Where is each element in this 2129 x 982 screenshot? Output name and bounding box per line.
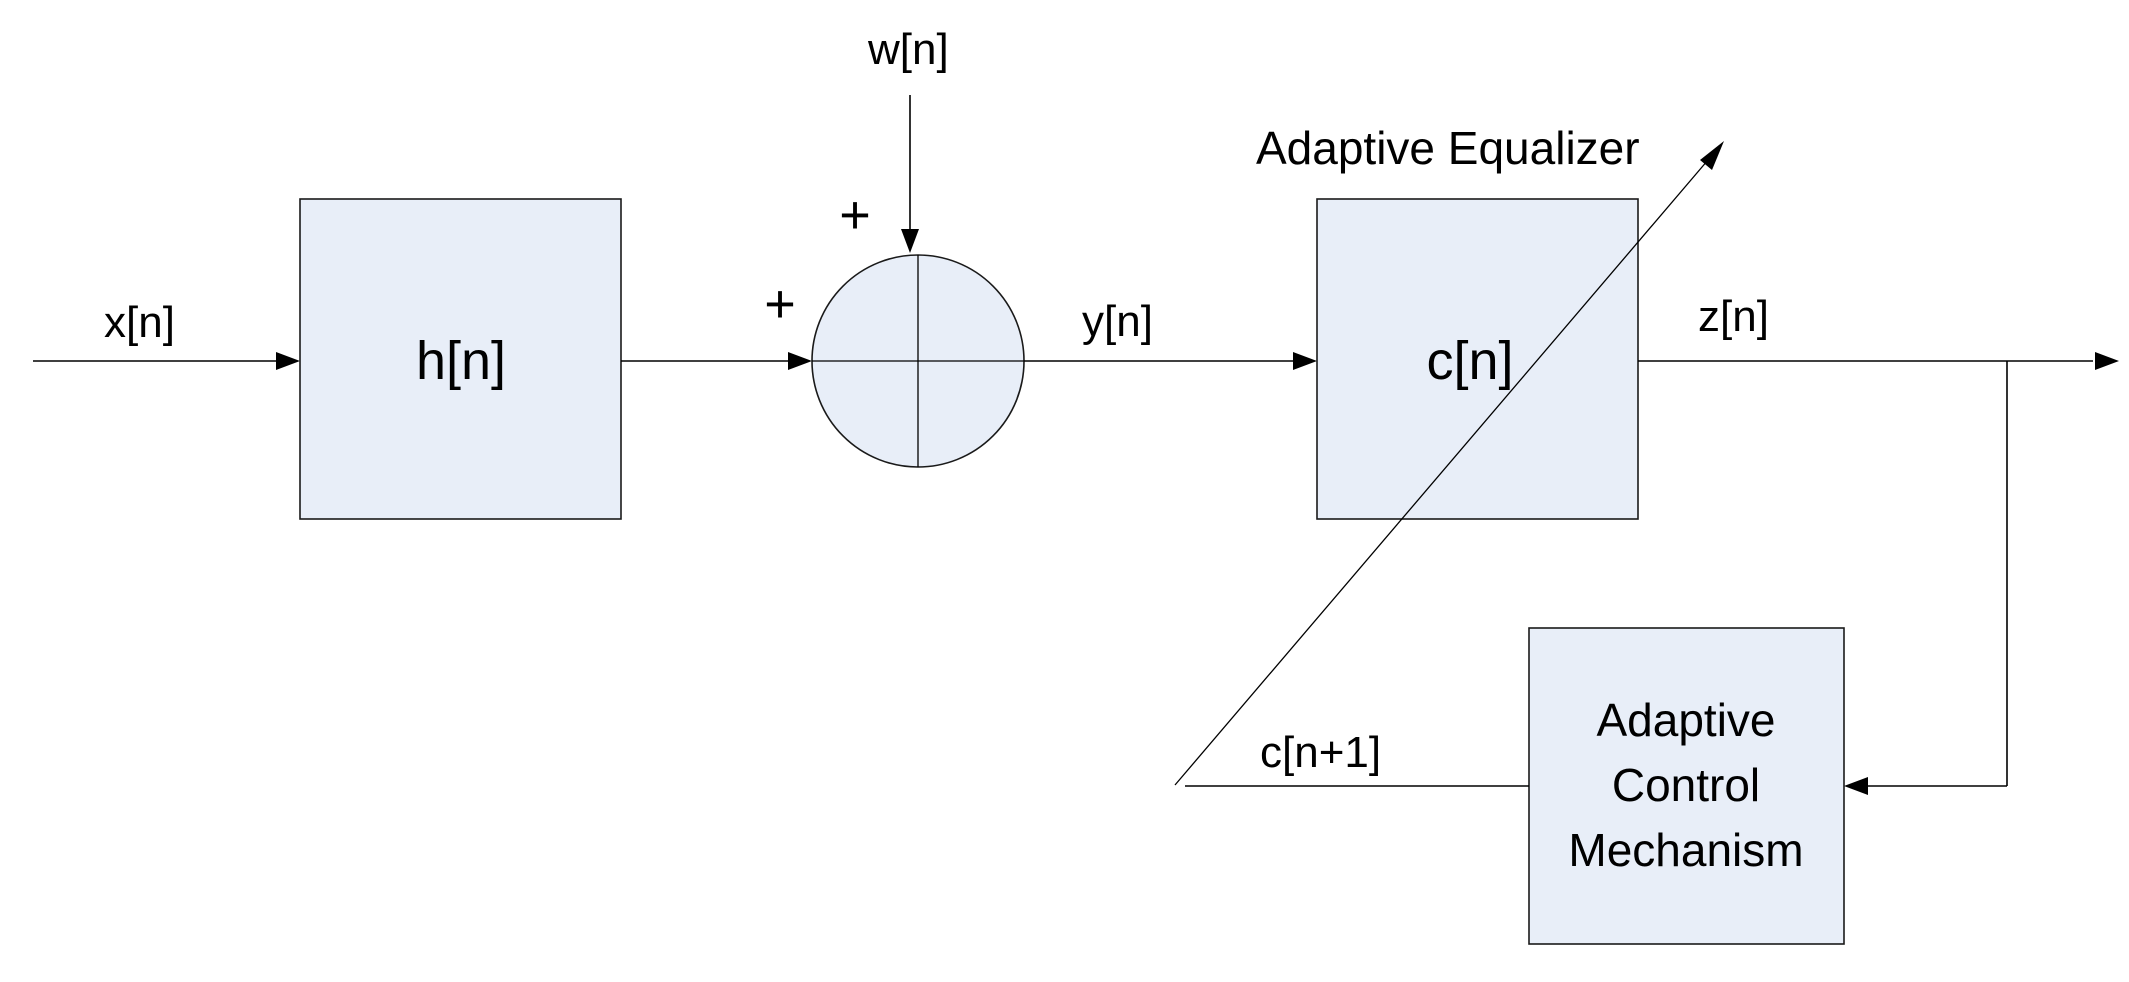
channel-output-signal-label: y[n] <box>1082 297 1153 346</box>
summer-to-equalizer-arrowhead <box>1293 352 1317 370</box>
equalizer-block-label: c[n] <box>1426 331 1513 391</box>
adaptive-control-label-line2: Control <box>1612 759 1760 811</box>
channel-block-label: h[n] <box>416 331 506 391</box>
input-signal-label: x[n] <box>104 298 175 347</box>
channel-block[interactable] <box>299 198 622 520</box>
coefficient-update-signal-label: c[n+1] <box>1260 728 1381 777</box>
summer-left-plus-sign: + <box>764 274 796 334</box>
input-arrowhead <box>276 352 300 370</box>
adaptive-control-label-line3: Mechanism <box>1568 824 1803 876</box>
channel-to-summer-arrowhead <box>788 352 812 370</box>
equalizer-output-signal-label: z[n] <box>1698 292 1769 341</box>
feedback-arrowhead <box>1844 777 1868 795</box>
adaptive-diagonal-line <box>1174 159 1709 786</box>
adaptive-diagonal-arrowhead <box>1700 141 1724 170</box>
summer-top-plus-sign: + <box>839 185 871 245</box>
equalizer-output-arrowhead <box>2095 352 2119 370</box>
adaptive-control-label-line1: Adaptive <box>1596 694 1775 746</box>
adaptive-equalizer-title: Adaptive Equalizer <box>1256 122 1640 174</box>
noise-arrowhead <box>901 229 919 253</box>
adaptive-control-block[interactable] <box>1528 627 1845 945</box>
equalizer-block[interactable] <box>1316 198 1639 520</box>
noise-signal-label: w[n] <box>867 25 949 74</box>
